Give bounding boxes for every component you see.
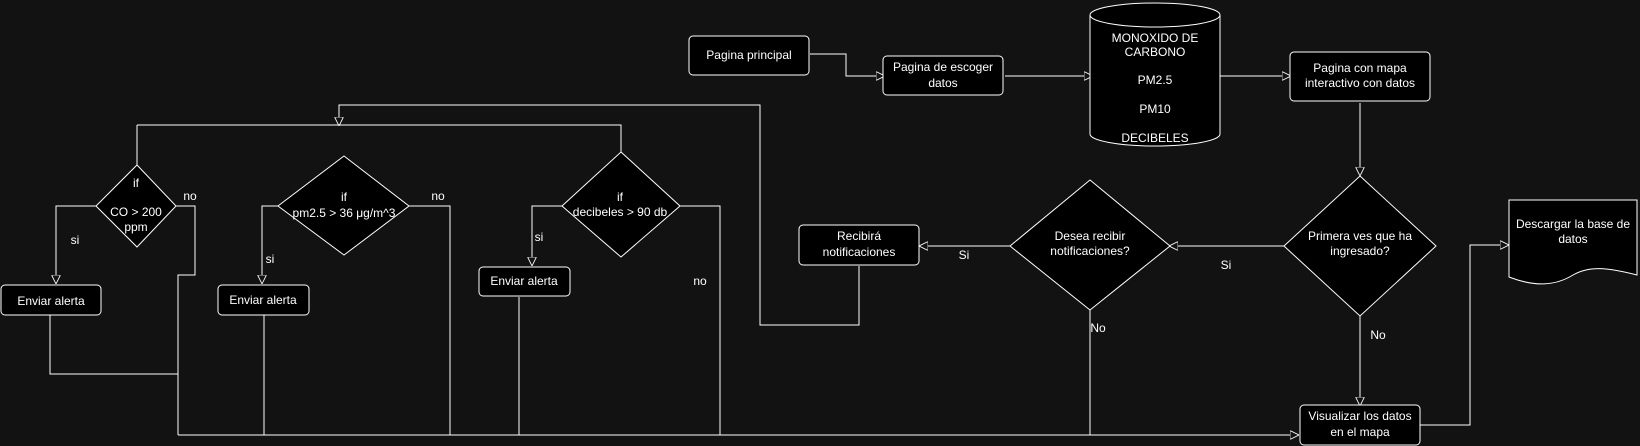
label-primera-no: No bbox=[1370, 328, 1386, 342]
node-pagina-escoger: Pagina de escoger datos bbox=[882, 55, 1004, 96]
alerta-2-label: Enviar alerta bbox=[229, 293, 297, 307]
node-database-cylinder: MONOXIDO DE CARBONO PM2.5 PM10 DECIBELES bbox=[1089, 2, 1221, 147]
edge-db-si bbox=[532, 205, 562, 265]
decision-co-label-2: CO > 200 bbox=[110, 205, 162, 219]
primera-vez-label-2: ingresado? bbox=[1330, 244, 1390, 258]
visualizar-label-1: Visualizar los datos bbox=[1308, 409, 1411, 423]
node-primera-vez-decision: Primera ves que ha ingresado? bbox=[1283, 175, 1437, 317]
edge-co-no bbox=[176, 205, 196, 435]
node-enviar-alerta-1: Enviar alerta bbox=[0, 284, 102, 316]
label-co-no: no bbox=[183, 189, 197, 203]
alerta-3-label: Enviar alerta bbox=[490, 274, 558, 288]
node-decision-pm: if pm2.5 > 36 μg/m^3 bbox=[277, 155, 410, 256]
edge-principal-to-escoger bbox=[810, 53, 884, 76]
node-enviar-alerta-3: Enviar alerta bbox=[478, 266, 571, 297]
edge-co-si bbox=[56, 205, 96, 283]
label-pm-si: si bbox=[266, 252, 275, 266]
edge-pm-si bbox=[262, 205, 278, 283]
descargar-label-2: datos bbox=[1558, 232, 1587, 246]
decision-db-label-2: decibeles > 90 db bbox=[573, 205, 668, 219]
pagina-principal-label: Pagina principal bbox=[706, 48, 791, 62]
visualizar-label-2: en el mapa bbox=[1330, 425, 1390, 439]
edge-top-branch-line bbox=[137, 124, 622, 152]
node-decision-db: if decibeles > 90 db bbox=[561, 151, 681, 258]
node-recibira-notificaciones: Recibirá notificaciones bbox=[798, 224, 920, 266]
primera-vez-label-1: Primera ves que ha bbox=[1308, 229, 1412, 243]
desea-recibir-label-1: Desea recibir bbox=[1055, 229, 1126, 243]
decision-pm-label-2: pm2.5 > 36 μg/m^3 bbox=[293, 206, 396, 220]
edge-recibira-loop bbox=[339, 104, 860, 326]
node-enviar-alerta-2: Enviar alerta bbox=[217, 284, 310, 316]
label-pm-no: no bbox=[431, 189, 445, 203]
decision-pm-label-1: if bbox=[341, 190, 348, 204]
pagina-mapa-label-2: interactivo con datos bbox=[1305, 76, 1415, 90]
edge-labels: si no si no si no Si No Si No bbox=[71, 189, 1386, 342]
decision-co-label-1: if bbox=[133, 176, 140, 190]
label-db-si: si bbox=[535, 230, 544, 244]
pagina-escoger-label-2: datos bbox=[928, 76, 957, 90]
desea-recibir-label-2: notificaciones? bbox=[1050, 244, 1130, 258]
descargar-label-1: Descargar la base de bbox=[1516, 217, 1630, 231]
database-label-1: MONOXIDO DE bbox=[1112, 31, 1199, 45]
label-primera-si: Si bbox=[1221, 258, 1232, 272]
node-desea-recibir-decision: Desea recibir notificaciones? bbox=[1009, 179, 1171, 311]
edge-visualizar-to-descargar bbox=[1420, 245, 1508, 426]
decision-co-label-3: ppm bbox=[124, 220, 147, 234]
node-visualizar-datos: Visualizar los datos en el mapa bbox=[1299, 404, 1421, 446]
edge-db-no bbox=[680, 205, 721, 435]
edge-alerta1-down bbox=[49, 315, 178, 375]
node-pagina-principal: Pagina principal bbox=[688, 35, 810, 76]
label-db-no: no bbox=[693, 274, 707, 288]
pagina-mapa-label-1: Pagina con mapa bbox=[1313, 61, 1407, 75]
node-decision-co: if CO > 200 ppm bbox=[95, 164, 177, 248]
recibira-label-2: notificaciones bbox=[823, 245, 896, 259]
edges bbox=[49, 53, 1508, 435]
database-label-3: PM2.5 bbox=[1138, 73, 1173, 87]
alerta-1-label: Enviar alerta bbox=[17, 294, 85, 308]
decision-db-label-1: if bbox=[617, 190, 624, 204]
label-desea-si: Si bbox=[959, 248, 970, 262]
edge-pm-no bbox=[409, 205, 451, 435]
node-descargar-documento: Descargar la base de datos bbox=[1508, 199, 1638, 285]
label-co-si: si bbox=[71, 233, 80, 247]
database-label-5: DECIBELES bbox=[1121, 131, 1188, 145]
database-label-4: PM10 bbox=[1139, 102, 1171, 116]
label-desea-no: No bbox=[1090, 321, 1106, 335]
recibira-label-1: Recibirá bbox=[837, 229, 881, 243]
node-pagina-mapa: Pagina con mapa interactivo con datos bbox=[1289, 51, 1431, 102]
pagina-escoger-label-1: Pagina de escoger bbox=[893, 60, 993, 74]
database-label-2: CARBONO bbox=[1125, 45, 1186, 59]
